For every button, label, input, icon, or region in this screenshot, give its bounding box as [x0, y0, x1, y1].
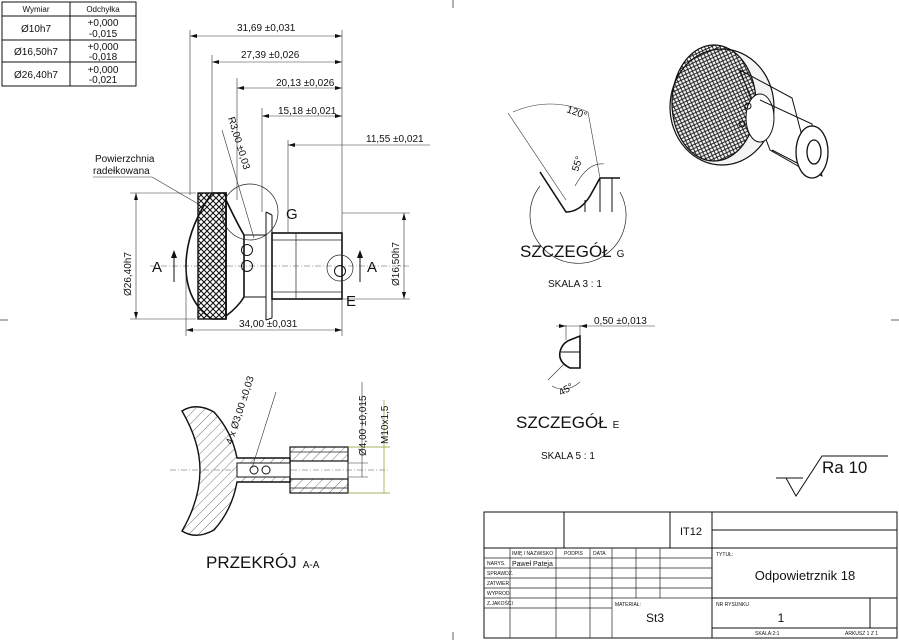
tolerance-class: IT12 — [680, 526, 702, 538]
detail-label-e: E — [346, 293, 356, 310]
scale-note: SKALA:2:1 — [755, 631, 780, 637]
row-approved: ZATWIER. — [487, 581, 511, 587]
detail-label-g: G — [286, 206, 298, 223]
dim-dia-4: Ø4,00 ±0,015 — [358, 395, 369, 456]
drawing-title: Odpowietrznik 18 — [755, 568, 855, 583]
material-value: St3 — [646, 611, 664, 625]
drawing-no-label: NR RYSUNKU — [716, 602, 749, 608]
section-label-left: A — [152, 259, 162, 276]
section-view: 4 x Ø3,00 ±0,03 Ø4,00 ±0,015 M10x1,5 PRZ… — [170, 375, 391, 572]
main-view: 31,69 ±0,031 27,39 ±0,026 20,13 ±0,026 1… — [93, 23, 430, 336]
dim-11-55: 11,55 ±0,021 — [366, 134, 424, 145]
dim-holes: 4 x Ø3,00 ±0,03 — [224, 375, 257, 446]
title-block: IT12 IMIĘ I NAZWISKO PODPIS DATA NARYS. … — [483, 511, 898, 639]
tolerance-lower: -0,021 — [89, 75, 118, 86]
row-quality: Z.JAKOŚCI — [487, 599, 513, 607]
col-name: IMIĘ I NAZWISKO — [512, 551, 553, 557]
tolerance-table: Wymiar Odchyłka Ø10h7 +0,000 -0,015 Ø16,… — [1, 1, 137, 87]
row-drawn: NARYS. — [487, 561, 506, 567]
tolerance-size: Ø16,50h7 — [14, 47, 58, 58]
dim-radius: R3,00 ±0,03 — [225, 116, 252, 172]
drawn-by: Paweł Pateja — [512, 561, 553, 568]
isometric-view — [669, 44, 829, 179]
col-sign: PODPIS — [564, 551, 584, 557]
knurl-note-line2: radełkowana — [93, 166, 150, 177]
dim-dia-16-50: Ø16,50h7 — [391, 242, 402, 286]
angle-45: 45° — [557, 382, 576, 399]
dim-thread: M10x1,5 — [380, 405, 391, 444]
dim-15-18: 15,18 ±0,021 — [278, 106, 337, 117]
material-label: MATERIAŁ: — [615, 602, 641, 608]
detail-e-scale: SKALA 5 : 1 — [541, 451, 595, 462]
tolerance-upper: +0,000 — [88, 65, 119, 76]
tolerance-header-size: Wymiar — [22, 5, 49, 14]
row-produced: WYPROD. — [487, 591, 511, 597]
row-checked: SPRAWDZ. — [487, 571, 513, 577]
angle-120: 120° — [565, 104, 588, 121]
tolerance-lower: -0,015 — [89, 29, 118, 40]
roughness-symbol: Ra 10 — [776, 455, 888, 497]
col-date: DATA — [593, 551, 606, 557]
section-label-right: A — [367, 259, 377, 276]
detail-g-scale: SKALA 3 : 1 — [548, 279, 602, 290]
tolerance-upper: +0,000 — [88, 42, 119, 53]
knurl-note-line1: Powierzchnia — [95, 154, 155, 165]
dim-20-13: 20,13 ±0,026 — [276, 78, 335, 89]
title-label: TYTUŁ: — [716, 552, 733, 558]
dim-0-50: 0,50 ±0,013 — [594, 316, 647, 327]
dim-31-69: 31,69 ±0,031 — [237, 23, 296, 34]
drawing-no: 1 — [778, 611, 785, 625]
tolerance-size: Ø10h7 — [21, 24, 51, 35]
tolerance-size: Ø26,40h7 — [14, 70, 58, 81]
sheet-note: ARKUSZ 1 Z 1 — [845, 631, 878, 637]
dim-total-length: 34,00 ±0,031 — [239, 319, 298, 330]
dim-27-39: 27,39 ±0,026 — [241, 50, 300, 61]
dim-dia-26-40: Ø26,40h7 — [123, 252, 134, 296]
angle-55: 55° — [570, 155, 585, 173]
tolerance-header-deviation: Odchyłka — [86, 5, 120, 14]
tolerance-lower: -0,018 — [89, 52, 118, 63]
roughness-value: Ra 10 — [822, 458, 867, 477]
tolerance-upper: +0,000 — [88, 18, 119, 29]
